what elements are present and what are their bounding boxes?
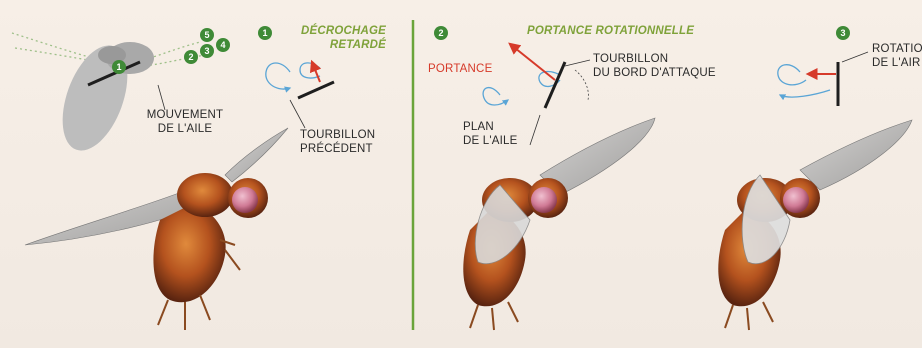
panel2-title: PORTANCE ROTATIONNELLE <box>527 24 694 38</box>
fly-illustration-3 <box>718 120 912 330</box>
sequence-badge-4: 4 <box>216 38 230 52</box>
sequence-badge-2: 2 <box>184 50 198 64</box>
wing-motion-label: MOUVEMENT DE L'AILE <box>135 108 235 136</box>
sequence-badge-5: 5 <box>200 28 214 42</box>
panel1-vortex-diagram <box>266 62 334 128</box>
panel1-title-line2: RETARDÉ <box>288 38 386 52</box>
lift-label: PORTANCE <box>428 62 492 76</box>
fly-illustration-1 <box>25 128 288 330</box>
panel1-title-line1: DÉCROCHAGE <box>288 24 386 38</box>
leading-edge-vortex-label: TOURBILLON DU BORD D'ATTAQUE <box>593 52 716 80</box>
step-badge-2: 2 <box>434 26 448 40</box>
fly-illustration-2 <box>463 118 655 330</box>
air-rotation-label: ROTATIO DE L'AIR <box>872 42 922 70</box>
step-badge-3: 3 <box>836 26 850 40</box>
step-badge-1: 1 <box>258 26 272 40</box>
wing-motion-sketch <box>12 33 205 159</box>
panel3-vortex-diagram <box>778 52 868 106</box>
wing-plane-label: PLAN DE L'AILE <box>463 120 518 148</box>
panel1-title: DÉCROCHAGE RETARDÉ <box>288 24 386 52</box>
previous-vortex-label: TOURBILLON PRÉCÉDENT <box>300 128 375 156</box>
sequence-badge-3: 3 <box>200 44 214 58</box>
sequence-badge-1: 1 <box>112 60 126 74</box>
